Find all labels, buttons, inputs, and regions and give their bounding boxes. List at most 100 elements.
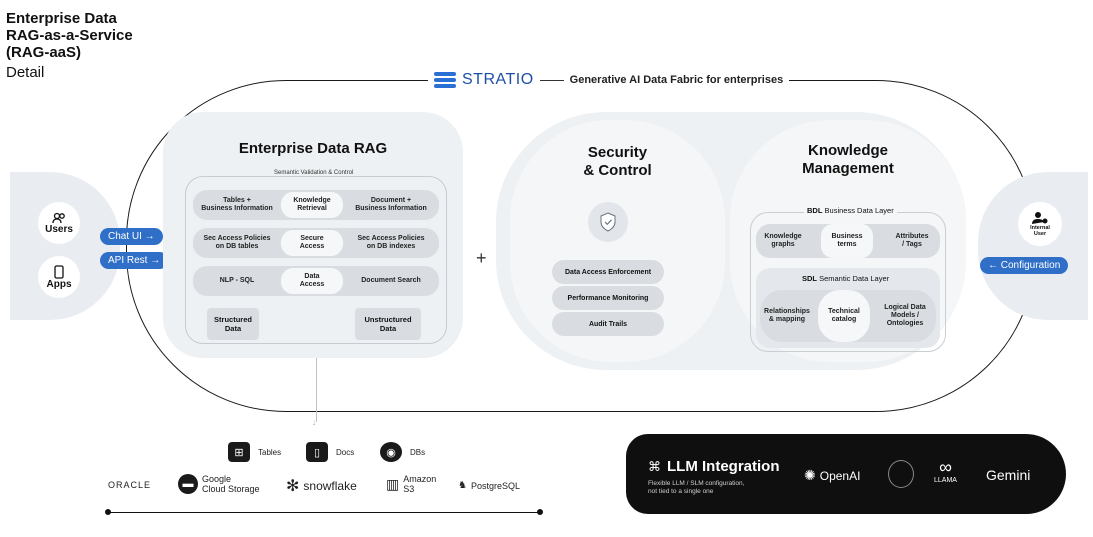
- brand-divider: [539, 79, 564, 81]
- bdl-abbr: BDL: [807, 206, 823, 215]
- cell-line: Knowledge: [764, 233, 802, 240]
- cell-line: & mapping: [768, 316, 806, 323]
- vendor-line: Cloud Storage: [202, 484, 260, 494]
- box-line: Unstructured: [364, 315, 412, 324]
- openai-icon: ✺: [804, 467, 816, 483]
- table-icon: ⊞: [228, 442, 250, 462]
- cell-line: graphs: [771, 241, 795, 248]
- apps-label: Apps: [46, 278, 72, 290]
- sdl-label: SDL Semantic Data Layer: [802, 274, 889, 283]
- stratio-logo-icon: [434, 72, 456, 88]
- title-line: Security: [587, 144, 648, 161]
- vendor-name: OpenAI: [819, 468, 861, 483]
- source-type-label: Docs: [336, 447, 355, 457]
- desc-line: Flexible LLM / SLM configuration,: [648, 480, 745, 487]
- brand-header: STRATIO Generative AI Data Fabric for en…: [428, 71, 790, 89]
- semantic-validation-frame: [185, 176, 447, 344]
- users-label: Users: [45, 223, 73, 235]
- llama-logo: ∞ LLAMA: [934, 458, 957, 485]
- cell-line: Access: [299, 281, 325, 288]
- cell-line: Sec Access Policies: [357, 235, 425, 242]
- vendor-name: PostgreSQL: [470, 480, 520, 491]
- apps-node[interactable]: Apps: [38, 256, 80, 298]
- users-node[interactable]: Users: [38, 202, 80, 244]
- security-item: Data Access Enforcement: [552, 260, 664, 284]
- source-type-dbs: ◉ DBs: [380, 442, 425, 462]
- llm-description: Flexible LLM / SLM configuration,not tie…: [648, 480, 744, 496]
- bdl-item: Attributes/ Tags: [884, 233, 940, 249]
- cell-line: Ontologies: [886, 320, 924, 327]
- semantic-validation-label: Semantic Validation & Control: [271, 170, 357, 176]
- sdl-name: Semantic Data Layer: [819, 274, 890, 283]
- security-panel-title: Security& Control: [510, 144, 725, 180]
- cell-line: Attributes: [895, 233, 929, 240]
- cloud-storage-icon: ▬: [178, 474, 198, 494]
- box-line: Data: [224, 324, 242, 333]
- security-panel: Security& Control Data Access Enforcemen…: [510, 120, 725, 362]
- cell-line: terms: [837, 241, 857, 248]
- desc-line: not tied to a single one: [648, 488, 714, 495]
- sdl-abbr: SDL: [802, 274, 817, 283]
- cell-line: Business Information: [201, 205, 273, 212]
- title-line: Knowledge: [807, 142, 888, 159]
- rag-panel-title: Enterprise Data RAG: [238, 140, 388, 157]
- users-icon: [52, 212, 65, 223]
- infinity-icon: ∞: [939, 457, 952, 477]
- api-rest-button[interactable]: API Rest →: [100, 252, 169, 269]
- chat-ui-button[interactable]: Chat UI →: [100, 228, 163, 245]
- configuration-button[interactable]: ← Configuration: [980, 257, 1069, 274]
- page-title-line: Enterprise Data: [6, 10, 117, 27]
- amazon-s3-icon: ▥: [386, 475, 400, 492]
- sources-baseline: [108, 512, 540, 513]
- vendor-name: LLAMA: [934, 477, 957, 484]
- gemini-logo: Gemini: [986, 467, 1031, 483]
- page-title-line: (RAG-aaS): [6, 44, 82, 61]
- bdl-label: BDL Business Data Layer: [804, 206, 897, 215]
- database-icon: ◉: [380, 442, 402, 462]
- vendor-name: snowflake: [303, 479, 357, 493]
- source-type-label: DBs: [410, 447, 426, 457]
- cell-line: Knowledge: [293, 197, 331, 204]
- cell-line: catalog: [831, 316, 857, 323]
- cell-line: Data: [304, 273, 320, 280]
- llm-header: ⌘ LLM Integration: [648, 458, 780, 475]
- vendor-line: Google: [202, 474, 232, 484]
- cell-line: Sec Access Policies: [203, 235, 271, 242]
- cell-line: Retrieval: [297, 205, 327, 212]
- arrow-down-icon: ↓: [312, 418, 316, 427]
- sdl-item: Relationships& mapping: [760, 308, 814, 324]
- cell-line: Access: [299, 243, 325, 250]
- shield-icon: [588, 202, 628, 242]
- internal-user-label-line: Internal: [1030, 225, 1050, 231]
- page-title-line: RAG-as-a-Service: [6, 27, 133, 44]
- llm-integration-panel: ⌘ LLM Integration Flexible LLM / SLM con…: [626, 434, 1066, 514]
- box-line: Structured: [214, 315, 252, 324]
- internal-user-label-line: User: [1033, 231, 1047, 237]
- vendor-line: S3: [403, 484, 415, 494]
- cell-line: Business: [831, 233, 863, 240]
- cell-line: / Tags: [902, 241, 922, 248]
- cell-line: Technical: [828, 308, 860, 315]
- source-type-docs: ▯ Docs: [306, 442, 354, 462]
- cell-line: on DB indexes: [366, 243, 416, 250]
- openai-logo: ✺ OpenAI: [804, 467, 860, 484]
- security-item: Performance Monitoring: [552, 286, 664, 310]
- security-item: Audit Trails: [552, 312, 664, 336]
